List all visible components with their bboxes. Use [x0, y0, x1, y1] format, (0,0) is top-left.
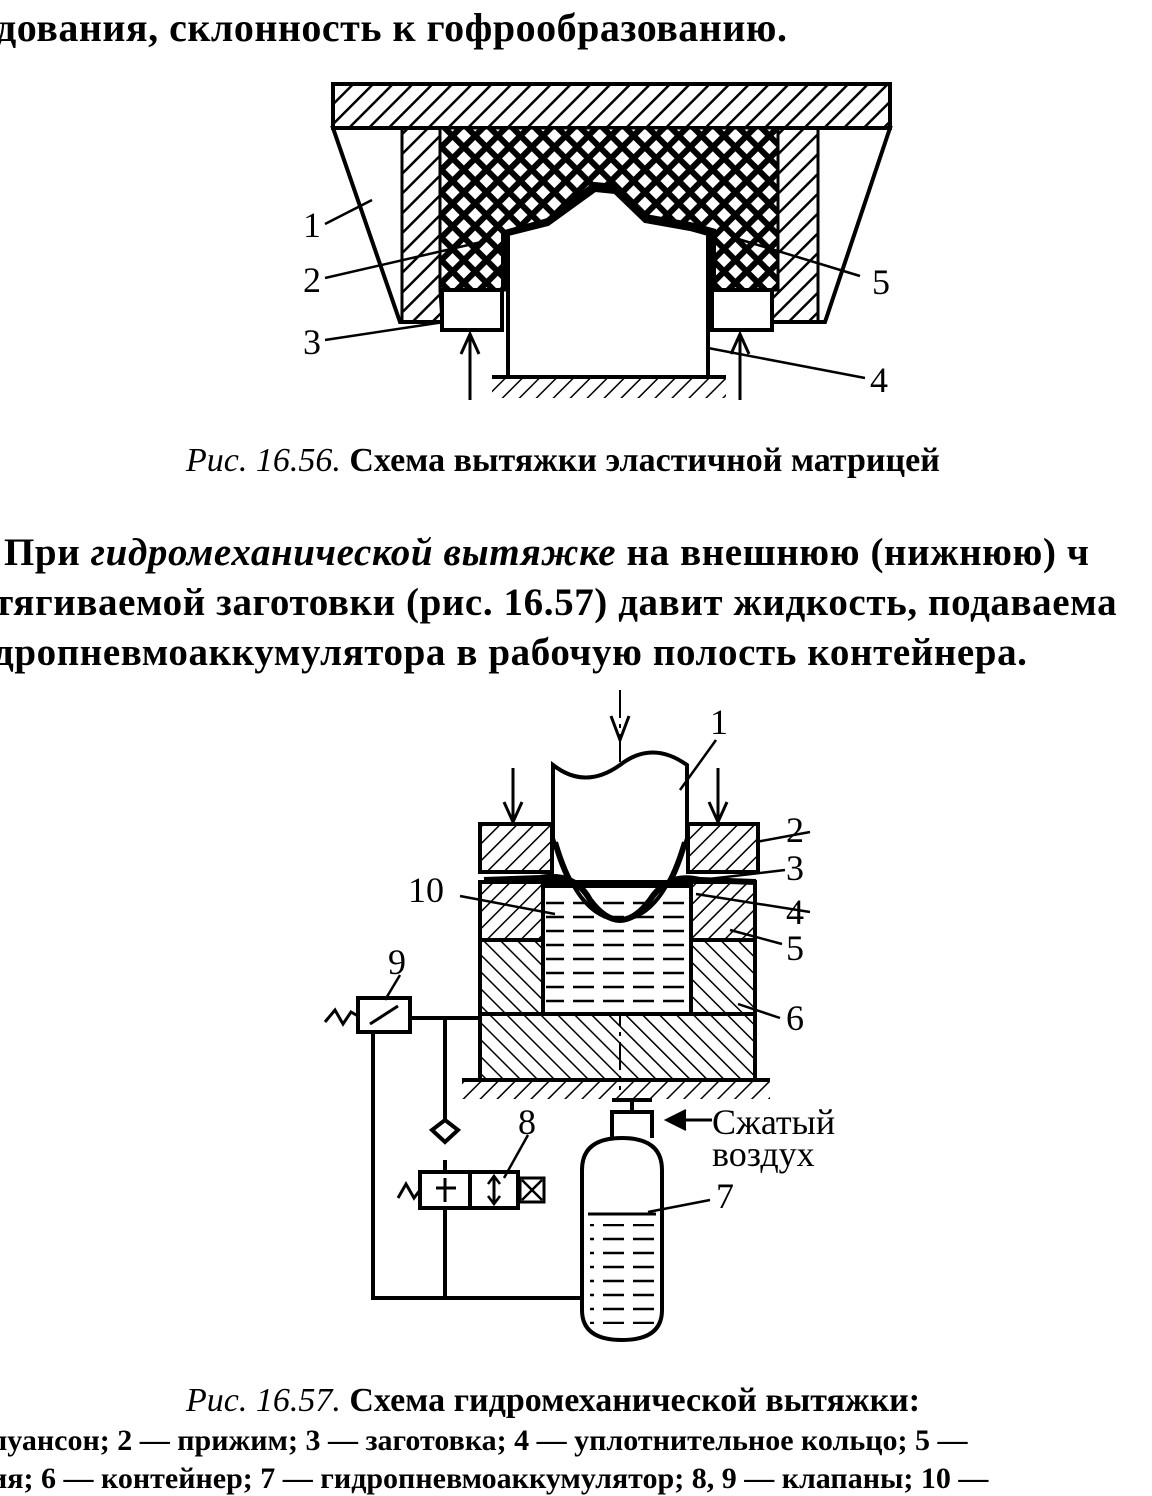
- fig1-label-5: 5: [872, 262, 890, 302]
- paragraph-line-3: дропневмоаккумулятора в рабочую полость …: [0, 631, 1028, 674]
- fig2-legend-line-2: ия; 6 — контейнер; 7 — гидропневмоаккуму…: [0, 1462, 989, 1495]
- fig2-label-4: 4: [786, 892, 804, 932]
- container-base: [478, 1012, 757, 1082]
- fig-16-56-drawing: [324, 82, 893, 400]
- top-plate: [331, 82, 892, 130]
- paragraph-line-2: тягиваемой заготовки (рис. 16.57) давит …: [0, 581, 1118, 624]
- fig2-label-6: 6: [786, 998, 804, 1038]
- fig1-label-4: 4: [870, 360, 888, 400]
- accumulator-liquid: [590, 1224, 654, 1324]
- air-label-2: воздух: [712, 1134, 815, 1174]
- fig2-caption-num: Рис. 16.57.: [186, 1382, 341, 1419]
- spring-icon: [323, 1007, 359, 1027]
- fig2-label-5: 5: [786, 928, 804, 968]
- arrow-down-center-icon: [609, 715, 631, 745]
- para-start: При: [4, 531, 81, 574]
- para-end: на внешнюю (нижнюю) ч: [626, 531, 1090, 574]
- ring-left: [440, 288, 504, 332]
- check-valve-icon: [428, 1117, 462, 1145]
- fig2-label-1: 1: [710, 702, 728, 742]
- fig1-caption-num: Рис. 16.56.: [186, 442, 341, 479]
- ring-right: [710, 288, 774, 332]
- fig2-label-2: 2: [786, 810, 804, 850]
- paragraph-line-1: При гидромеханической вытяжке на внешнюю…: [0, 530, 1089, 575]
- punch-1: [551, 750, 689, 842]
- arrow-down-right-icon: [707, 801, 729, 826]
- fig2-label-7: 7: [716, 1176, 734, 1216]
- fig1-caption: Рис. 16.56. Схема вытяжки эластичной мат…: [186, 442, 940, 480]
- fig-16-57-drawing: [323, 690, 811, 1343]
- arrow-down-left-icon: [502, 801, 524, 826]
- punch: [506, 187, 710, 375]
- container-left-wall: [400, 126, 444, 324]
- fig2-caption: Рис. 16.57. Схема гидромеханической вытя…: [186, 1382, 920, 1420]
- fig2-label-8: 8: [518, 1102, 536, 1142]
- arrow-up-right-icon: [729, 330, 751, 355]
- holder-left: [478, 822, 554, 874]
- fig1-label-1: 1: [303, 205, 321, 245]
- top-text-line: дования, склонность к гофрообразованию.: [0, 5, 788, 50]
- fig2-label-3: 3: [786, 848, 804, 888]
- air-label-1: Сжатый: [712, 1102, 835, 1142]
- para-italic: гидромеханической вытяжке: [90, 531, 617, 574]
- fig2-label-9: 9: [388, 942, 406, 982]
- fig1-label-2: 2: [303, 260, 321, 300]
- air-arrow-icon: [663, 1109, 687, 1131]
- fig1-caption-text: Схема вытяжки эластичной матрицей: [349, 442, 940, 479]
- fig2-legend-line-1: пуансон; 2 — прижим; 3 — заготовка; 4 — …: [0, 1424, 968, 1457]
- holder-right: [686, 822, 760, 874]
- fig1-label-3: 3: [303, 322, 321, 362]
- arrow-up-left-icon: [459, 330, 481, 355]
- fig2-label-10: 10: [408, 870, 444, 910]
- ground-base: [492, 378, 726, 398]
- ground-base-2: [462, 1081, 770, 1099]
- fig2-caption-text: Схема гидромеханической вытяжки:: [349, 1382, 921, 1419]
